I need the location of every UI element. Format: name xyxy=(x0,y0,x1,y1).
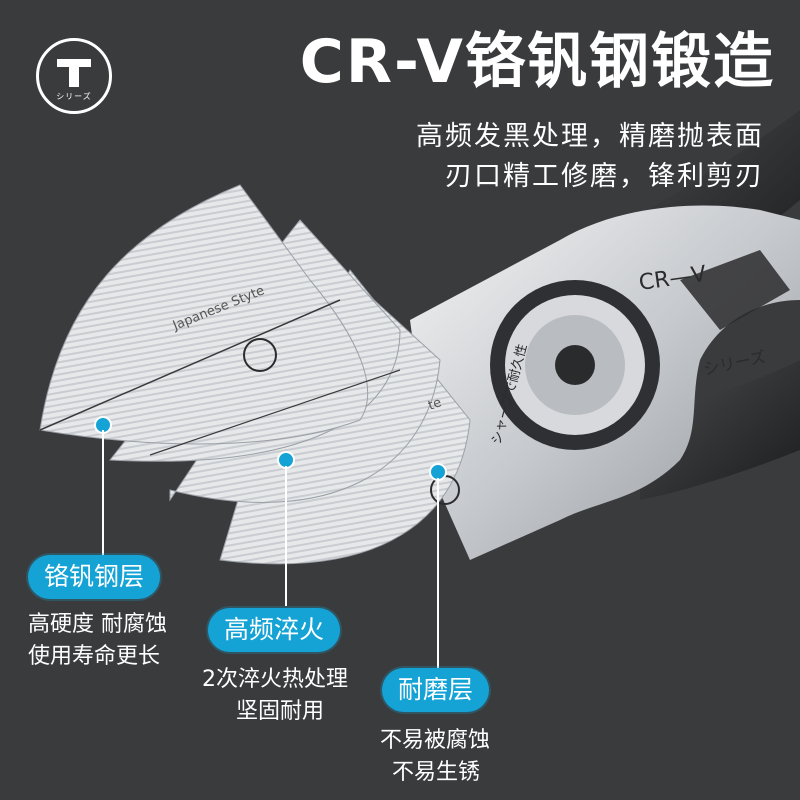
layer-label-quench: 高频淬火 xyxy=(208,608,341,652)
handle-text: シリーズ xyxy=(702,347,768,379)
blade-logo-icon xyxy=(243,338,277,372)
blade-edge-line xyxy=(39,299,341,431)
leader-line xyxy=(285,466,287,606)
page-title: CR-V铬钒钢锻造 xyxy=(299,27,775,97)
pivot-hole xyxy=(555,345,595,385)
lower-handle xyxy=(640,360,800,500)
layer-desc-wear-1: 不易被腐蚀 xyxy=(380,728,491,753)
leader-line xyxy=(102,430,104,556)
grip-teeth xyxy=(680,250,790,330)
blade-text-partial: te xyxy=(426,395,443,414)
layer-desc-wear-2: 不易生锈 xyxy=(392,760,481,785)
layer-desc-crv-2: 使用寿命更长 xyxy=(28,644,161,669)
layer-label-wear: 耐磨层 xyxy=(382,668,490,712)
hammer-logo-icon xyxy=(57,59,91,87)
subtitle-line-1: 高频发黑处理，精磨抛表面 xyxy=(416,121,764,152)
blade-layer-1 xyxy=(39,184,369,445)
layer-desc-quench-2: 坚固耐用 xyxy=(236,699,325,724)
layer-desc-crv-1: 高硬度 耐腐蚀 xyxy=(28,612,167,637)
leader-line xyxy=(437,478,439,668)
badge-series-text: シリーズ xyxy=(56,92,92,101)
brand-badge: シリーズ xyxy=(36,38,112,114)
layer-desc-quench-1: 2次淬火热处理 xyxy=(202,667,348,692)
layer-label-crv: 铬钒钢层 xyxy=(28,555,161,599)
subtitle-line-2: 刃口精工修磨，锋利剪刃 xyxy=(445,161,764,192)
blade-edge-line xyxy=(149,369,401,456)
